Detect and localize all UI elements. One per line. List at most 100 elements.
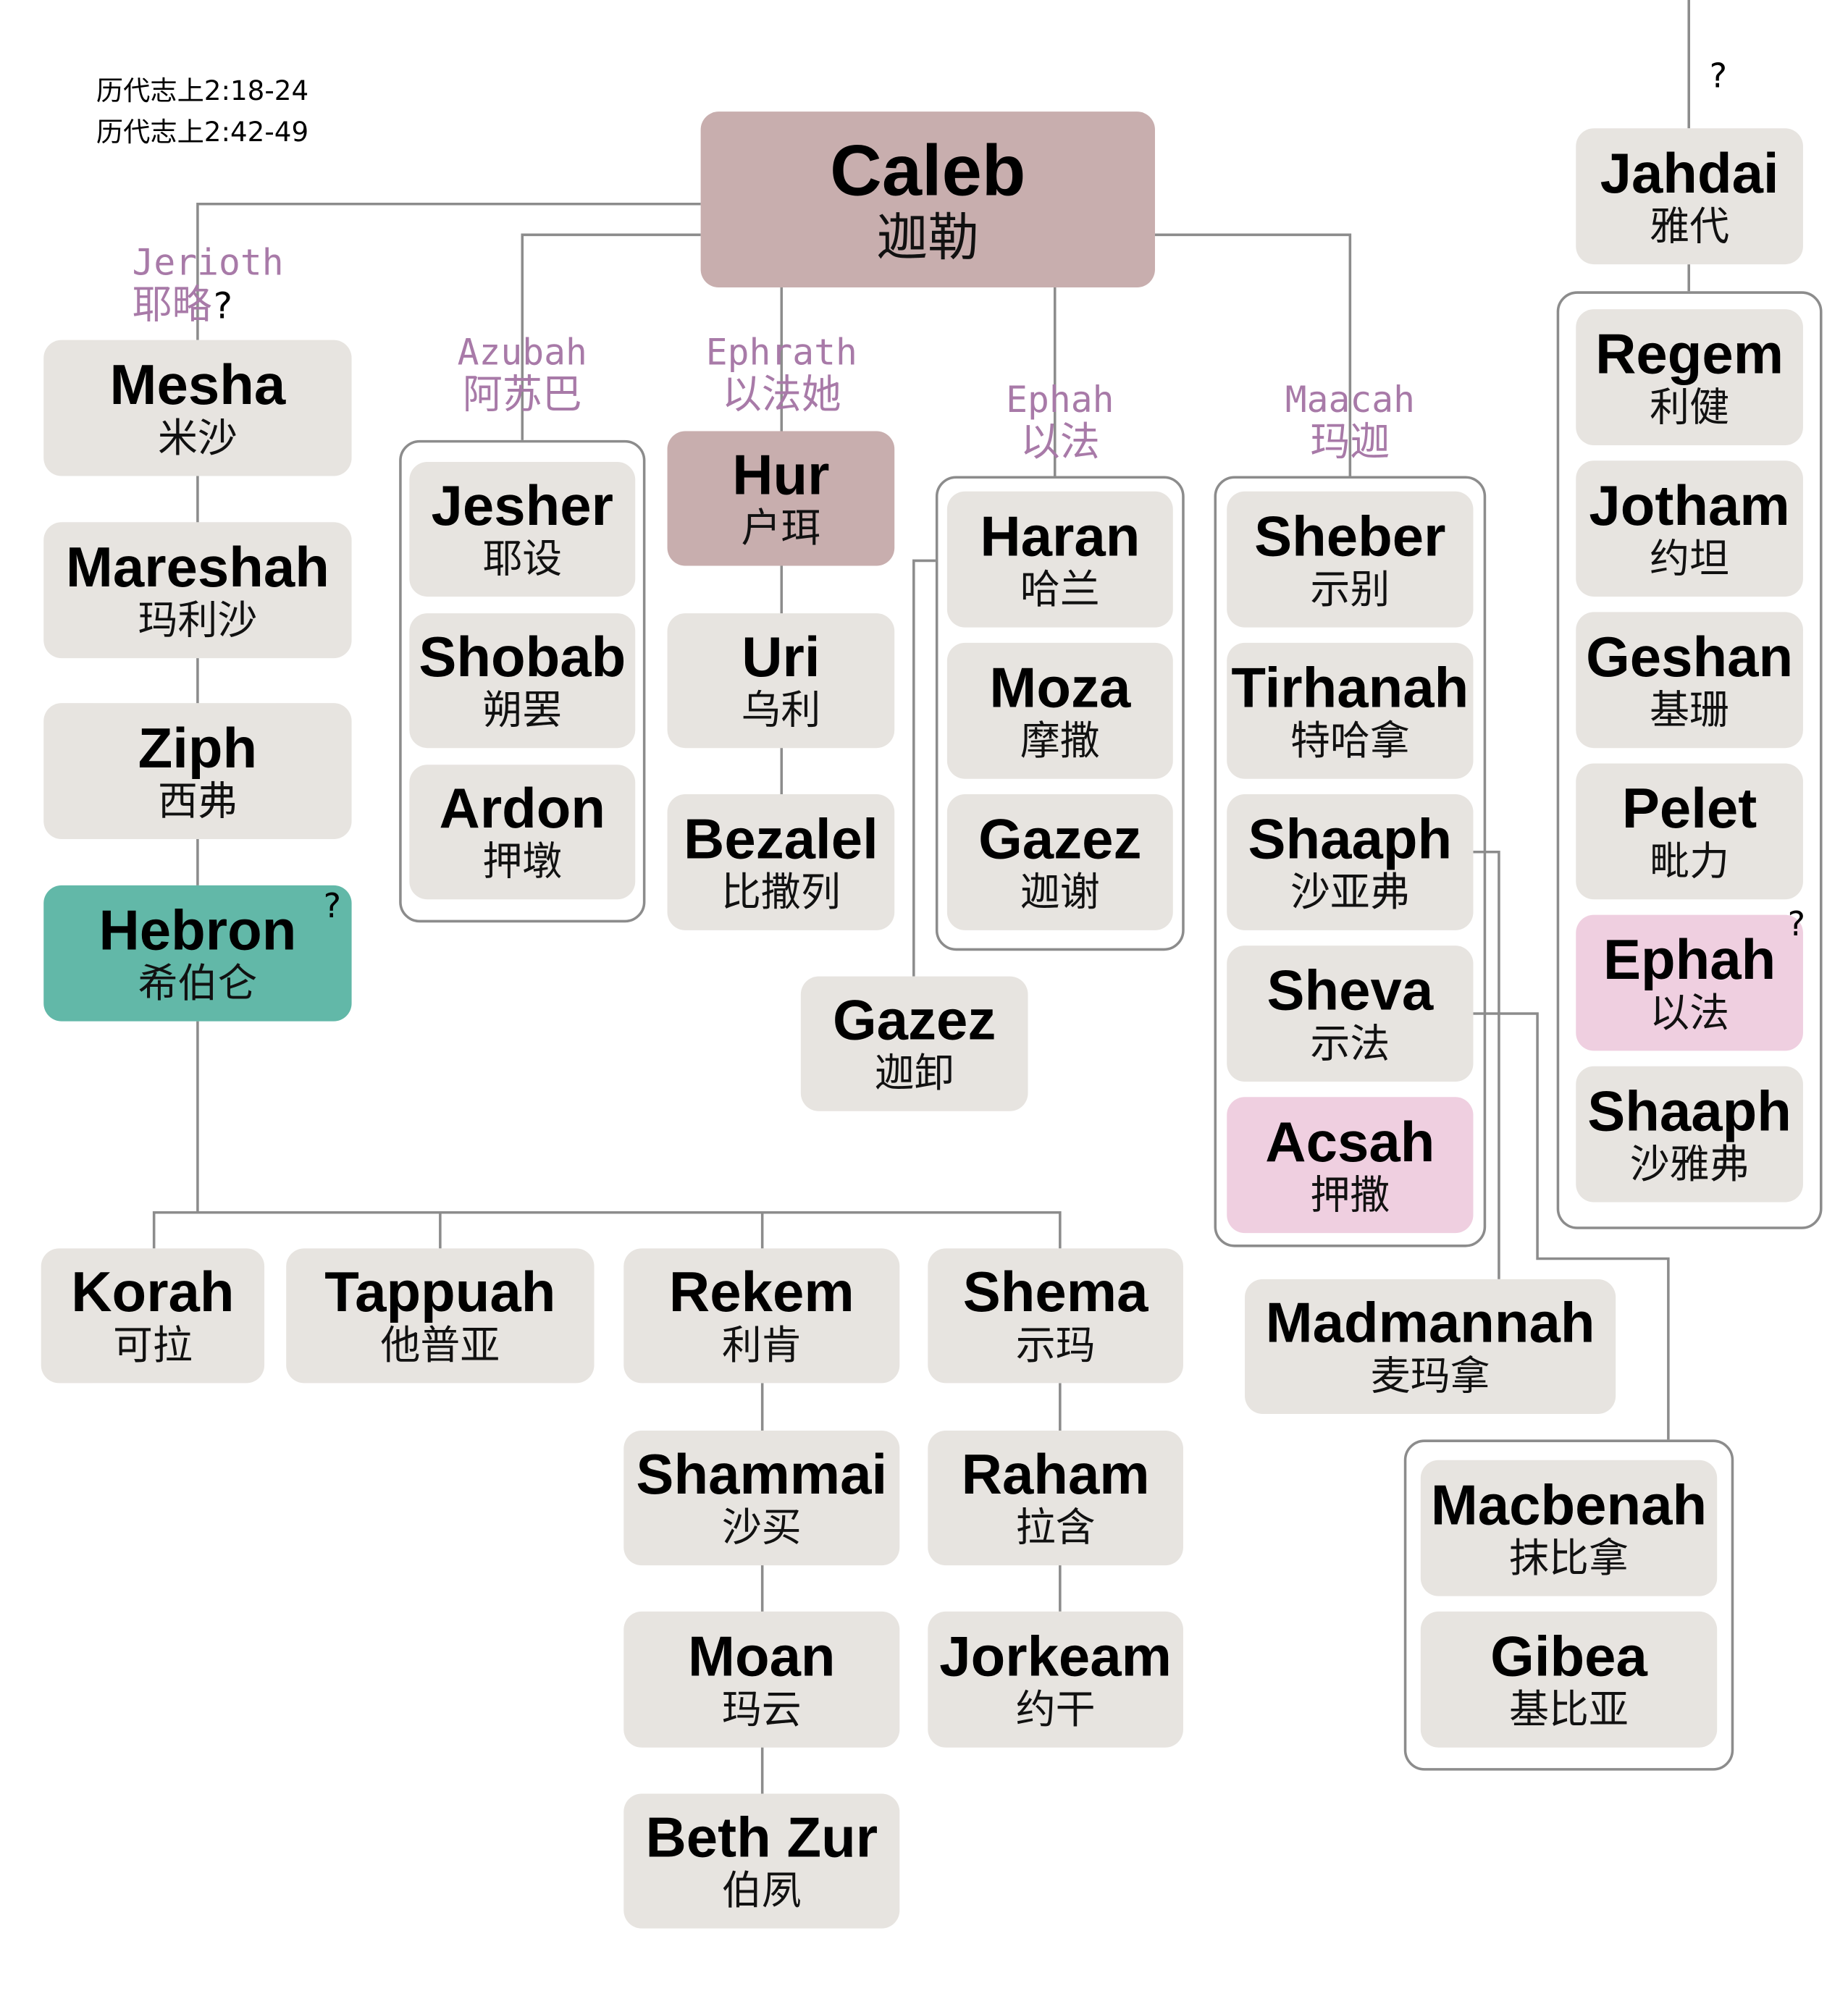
person-name-zh: 约干 (1015, 1687, 1096, 1733)
person-name-zh: 哈兰 (1020, 566, 1100, 613)
person-name-zh: 以法 (1650, 990, 1730, 1037)
person-name-zh: 户珥 (741, 505, 821, 552)
person-name-zh: 迦谢 (1020, 870, 1100, 917)
person-name-zh: 朔罢 (482, 688, 563, 735)
person-name-zh: 他普亚 (380, 1323, 500, 1370)
uncertain-mark-hebron: ? (323, 888, 342, 927)
person-name-en: Shobab (419, 626, 626, 689)
person-name-en: Jorkeam (939, 1625, 1172, 1688)
person-name-en: Shaaph (1248, 807, 1453, 871)
person-name-en: Macbenah (1430, 1473, 1708, 1537)
person-name-zh: 特哈拿 (1290, 718, 1410, 765)
wife-name-en: Jerioth (132, 241, 284, 284)
wife-azubah: Azubah 阿苏巴 (458, 332, 587, 418)
person-name-en: Jotham (1589, 474, 1790, 537)
uncertain-mark: ? (211, 285, 234, 327)
wife-name-zh: 阿苏巴 (462, 371, 582, 418)
person-name-en: Sheber (1254, 505, 1446, 568)
person-name-zh: 示别 (1310, 566, 1390, 613)
person-name-zh: 比撒列 (721, 870, 841, 917)
person-name-zh: 沙买 (721, 1505, 802, 1552)
person-name-zh: 抹比拿 (1509, 1535, 1629, 1582)
wife-maacah: Maacah 玛迦 (1285, 378, 1415, 464)
person-name-en: Haran (980, 505, 1141, 568)
person-name-zh: 沙亚弗 (1290, 870, 1410, 917)
person-name-zh: 拉含 (1015, 1505, 1096, 1552)
wife-name-en: Maacah (1285, 378, 1415, 421)
person-name-zh: 示法 (1310, 1021, 1390, 1068)
ephah-children-group (935, 476, 1185, 951)
person-name-zh: 米沙 (157, 415, 238, 462)
wife-jerioth: Jerioth 耶略? (132, 241, 284, 327)
wife-name-en: Ephrath (705, 331, 857, 374)
wife-name-en: Ephah (1006, 378, 1114, 421)
person-name-zh: 基比亚 (1509, 1687, 1629, 1733)
person-name-en: Rekem (668, 1261, 854, 1325)
person-name-en: Raham (961, 1443, 1150, 1507)
person-name-en: Ardon (439, 778, 606, 841)
reference-1: 历代志上2:18-24 (96, 75, 309, 107)
person-name-en: Tirhanah (1231, 656, 1469, 720)
uncertain-mark-jahdai: ? (1709, 57, 1728, 96)
person-name-en: Mareshah (65, 536, 329, 599)
wife-name-zh: 以法她 (721, 371, 841, 418)
person-name-en: Madmannah (1265, 1292, 1595, 1355)
person-name-zh: 迦勒 (876, 209, 980, 269)
person-name-zh: 伯夙 (721, 1868, 802, 1915)
line-caleb-azubah (521, 233, 701, 440)
person-name-en: Tappuah (324, 1261, 556, 1325)
person-name-zh: 利健 (1650, 384, 1730, 431)
person-name-en: Jahdai (1600, 142, 1779, 205)
person-name-en: Shema (962, 1261, 1148, 1325)
person-name-zh: 西弗 (157, 778, 238, 825)
person-name-en: Hebron (98, 898, 297, 962)
line-shaaph-madmannah (1473, 850, 1500, 1279)
person-name-en: Bezalel (684, 807, 878, 871)
person-name-zh: 希伯仑 (138, 961, 258, 1007)
person-name-zh: 基珊 (1650, 687, 1730, 734)
person-name-en: Uri (742, 626, 820, 689)
person-name-zh: 玛云 (721, 1687, 802, 1733)
person-name-zh: 毗力 (1650, 838, 1730, 885)
person-name-zh: 利肯 (721, 1323, 802, 1370)
line-caleb-maacah (1154, 233, 1352, 476)
person-name-zh: 沙雅弗 (1629, 1141, 1750, 1188)
person-name-zh: 玛利沙 (138, 597, 258, 644)
person-name-zh: 可拉 (112, 1323, 193, 1370)
person-name-en: Mesha (109, 353, 286, 417)
uncertain-mark-ephah: ? (1787, 906, 1806, 945)
person-name-en: Caleb (830, 130, 1026, 211)
person-name-en: Korah (71, 1261, 235, 1325)
